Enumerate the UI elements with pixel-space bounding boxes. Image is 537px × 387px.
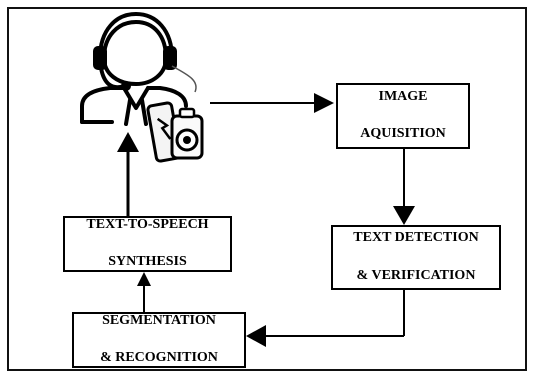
camera-icon <box>170 107 204 160</box>
image-acquisition-box: IMAGE AQUISITION <box>336 83 470 149</box>
tts-line2: SYNTHESIS <box>108 254 187 270</box>
text-detection-line1: TEXT DETECTION <box>353 230 479 246</box>
segmentation-line1: SEGMENTATION <box>102 312 216 328</box>
segmentation-line2: & RECOGNITION <box>100 350 218 366</box>
edge-tts-to-user <box>117 132 139 216</box>
edge-image-acquisition-to-text-detection <box>393 148 415 225</box>
image-acquisition-line1: IMAGE <box>378 88 428 104</box>
diagram-frame <box>7 7 527 371</box>
text-detection-line2: & VERIFICATION <box>356 267 476 283</box>
tts-box: TEXT-TO-SPEECH SYNTHESIS <box>63 216 232 272</box>
edge-text-detection-to-segmentation <box>246 290 405 347</box>
tts-line1: TEXT-TO-SPEECH <box>86 216 209 232</box>
segmentation-box: SEGMENTATION & RECOGNITION <box>72 312 246 368</box>
text-detection-box: TEXT DETECTION & VERIFICATION <box>331 225 501 290</box>
image-acquisition-line2: AQUISITION <box>360 126 446 142</box>
edge-user-to-image-acquisition <box>210 93 334 113</box>
user-with-headset-icon <box>80 12 188 126</box>
edge-segmentation-to-tts <box>137 272 151 312</box>
